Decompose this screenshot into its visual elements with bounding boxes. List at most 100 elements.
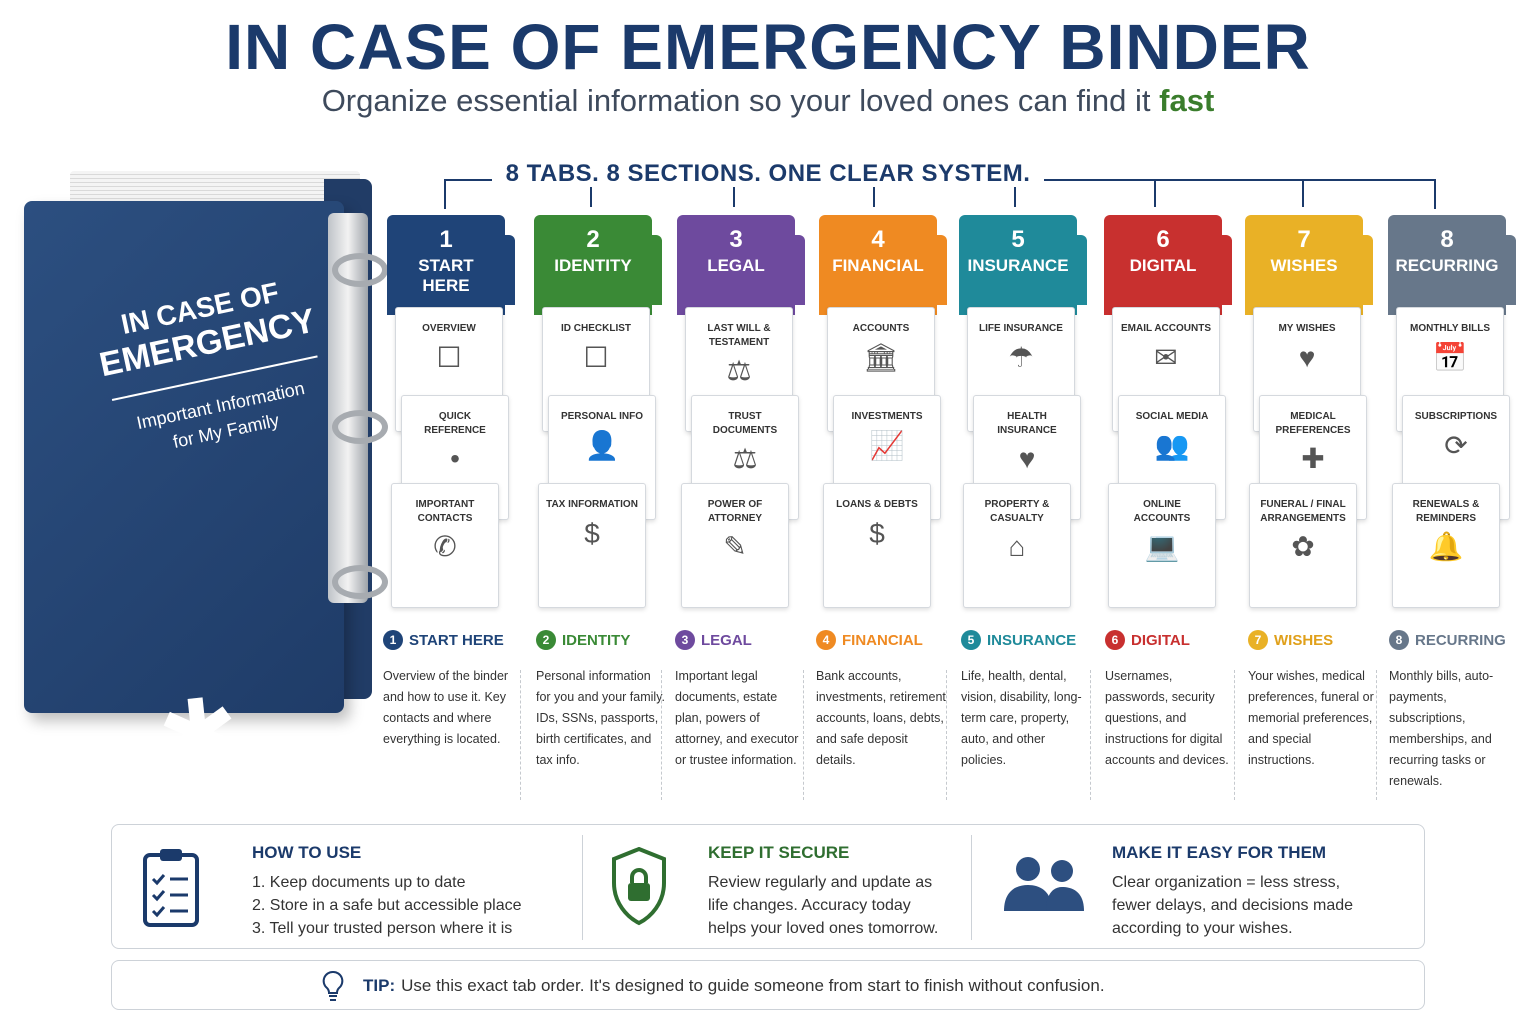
bullet-list-icon: • xyxy=(450,443,460,474)
section-number-badge: 3 xyxy=(675,630,695,650)
tab-label: START xyxy=(418,256,474,276)
section-card-label: SUBSCRIPTIONS xyxy=(1414,411,1498,422)
info-divider xyxy=(971,835,972,940)
section-card[interactable]: ONLINE ACCOUNTS 💻 xyxy=(1108,483,1216,608)
binder-cover: IN CASE OF EMERGENCY Important Informati… xyxy=(24,201,344,793)
tab-number: 5 xyxy=(1011,226,1025,253)
section-card-label: INVESTMENTS xyxy=(851,411,923,422)
tab-label: FINANCIAL xyxy=(832,256,924,276)
section-description-text: Personal information for you and your fa… xyxy=(536,669,665,767)
laptop-icon: 💻 xyxy=(1144,531,1180,562)
scales-icon: ⚖ xyxy=(726,355,752,386)
tab-number: 8 xyxy=(1440,226,1454,253)
section-card-label: TAX INFORMATION xyxy=(546,499,638,510)
tab-label-2: HERE xyxy=(422,275,470,295)
section-card-label: LOANS & DEBTS xyxy=(836,499,918,510)
section-card[interactable]: LOANS & DEBTS $ xyxy=(823,483,931,608)
tab-label: DIGITAL xyxy=(1129,256,1197,276)
binder-pages xyxy=(70,171,360,205)
keep-secure-line-1: Review regularly and update as xyxy=(708,874,933,891)
growth-chart-icon: 📈 xyxy=(869,429,905,461)
make-it-easy-text: Clear organization = less stress, fewer … xyxy=(1112,871,1353,940)
section-card-label: TRUST DOCUMENTS xyxy=(712,411,778,436)
section-card[interactable]: POWER OF ATTORNEY✎ xyxy=(681,483,789,608)
section-description-text: Overview of the binder and how to use it… xyxy=(383,669,509,746)
section-card[interactable]: FUNERAL / FINAL ARRANGEMENTS✿ xyxy=(1249,483,1357,608)
section-number-badge: 2 xyxy=(536,630,556,650)
binder-ring-icon xyxy=(332,253,388,287)
section-card-label: QUICK REFERENCE xyxy=(424,411,486,436)
section-heading-text: DIGITAL xyxy=(1131,631,1190,649)
info-box: HOW TO USE 1. Keep documents up to date … xyxy=(111,824,1425,949)
envelope-icon: ✉ xyxy=(1154,341,1178,373)
person-icon: 👤 xyxy=(584,429,620,461)
section-card[interactable]: IMPORTANT CONTACTS✆ xyxy=(391,483,499,608)
page-subtitle: Organize essential information so your l… xyxy=(0,83,1536,119)
section-heading-text: WISHES xyxy=(1274,631,1334,649)
make-it-easy-line-2: fewer delays, and decisions made xyxy=(1112,897,1354,914)
lightbulb-icon xyxy=(322,970,344,1001)
medical-cross-icon: ✚ xyxy=(1301,443,1325,474)
checklist-icon: ☐ xyxy=(436,341,462,373)
people-icon: 👥 xyxy=(1154,429,1190,461)
clipboard-checklist-icon xyxy=(143,849,199,927)
info-divider xyxy=(582,835,583,940)
subtitle-accent: fast xyxy=(1159,83,1215,118)
people-icon xyxy=(1004,857,1084,911)
make-it-easy-section: MAKE IT EASY FOR THEM Clear organization… xyxy=(972,825,1424,950)
section-card-label: HEALTH INSURANCE xyxy=(997,411,1057,436)
section-card-label: PROPERTY & CASUALTY xyxy=(984,499,1050,524)
tip-label: TIP: xyxy=(363,976,396,995)
tab-number: 7 xyxy=(1297,226,1311,253)
column-separator xyxy=(803,670,804,800)
tab-number: 1 xyxy=(439,226,453,253)
section-card-label: LAST WILL & TESTAMENT xyxy=(707,323,771,348)
section-heading-text: FINANCIAL xyxy=(842,631,923,649)
section-card[interactable]: TAX INFORMATION$ xyxy=(538,483,646,608)
keep-secure-title: KEEP IT SECURE xyxy=(708,843,850,862)
section-card[interactable]: PROPERTY & CASUALTY⌂ xyxy=(963,483,1071,608)
heart-icon: ♥ xyxy=(1298,341,1316,373)
bracket-label-wrap: 8 TABS. 8 SECTIONS. ONE CLEAR SYSTEM. xyxy=(0,160,1536,188)
tab-label: RECURRING xyxy=(1395,256,1499,276)
column-separator xyxy=(1090,670,1091,800)
binder-illustration: IN CASE OF EMERGENCY Important Informati… xyxy=(24,165,388,793)
keep-secure-text: Review regularly and update as life chan… xyxy=(708,871,938,940)
section-description-text: Important legal documents, estate plan, … xyxy=(675,669,799,767)
dollar-icon: $ xyxy=(869,517,885,549)
tab-label: WISHES xyxy=(1270,256,1338,276)
section-card-label: FUNERAL / FINAL ARRANGEMENTS xyxy=(1260,499,1346,524)
bell-icon: 🔔 xyxy=(1428,531,1464,562)
how-to-use-section: HOW TO USE 1. Keep documents up to date … xyxy=(112,825,582,950)
heart-pulse-icon: ♥ xyxy=(1018,443,1036,474)
section-card[interactable]: RENEWALS & REMINDERS 🔔 xyxy=(1392,483,1500,608)
section-number-badge: 8 xyxy=(1389,630,1409,650)
section-heading-text: INSURANCE xyxy=(987,631,1077,649)
section-card-label: POWER OF ATTORNEY xyxy=(707,499,763,524)
section-card-label: ONLINE ACCOUNTS xyxy=(1133,499,1191,524)
shield-lock-icon xyxy=(612,847,666,926)
section-card-label: RENEWALS & REMINDERS xyxy=(1412,499,1480,524)
section-description-text: Usernames, passwords, security questions… xyxy=(1105,669,1229,767)
